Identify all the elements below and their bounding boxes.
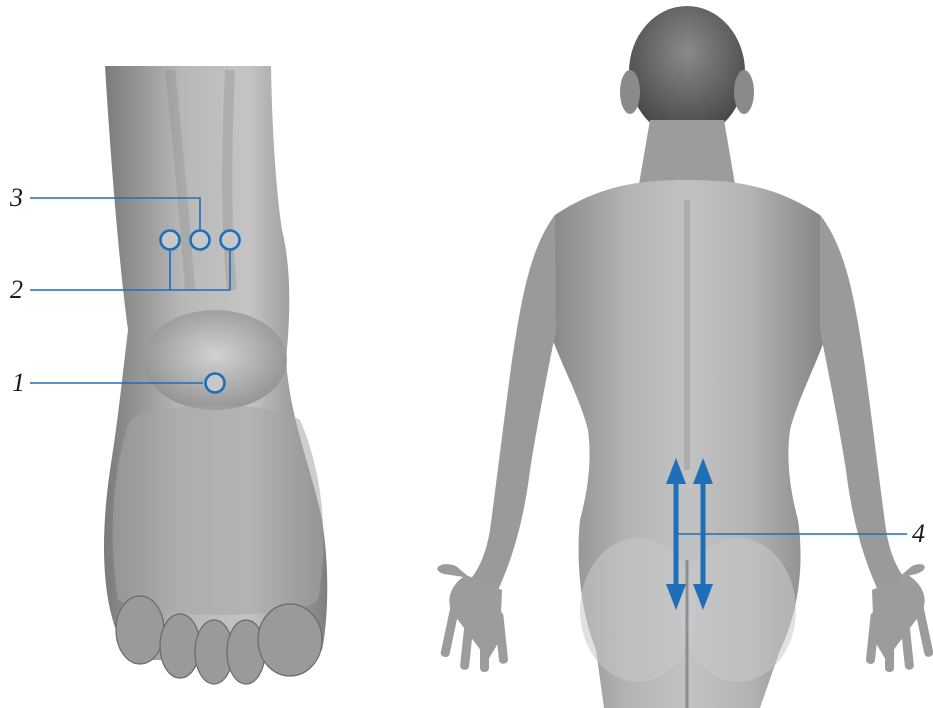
label-1: 1 [12,370,25,396]
label-3: 3 [10,185,23,211]
sole [113,405,324,615]
left-arm [470,215,556,590]
label-2: 2 [10,277,23,303]
point-marker-3 [191,231,210,250]
point-marker-1 [206,374,225,393]
head [629,6,745,138]
body-illustration [437,6,933,708]
label-4: 4 [912,521,925,547]
point-marker-2b [221,231,240,250]
heel [143,310,287,410]
point-marker-2a [161,231,180,250]
neck [638,120,736,190]
